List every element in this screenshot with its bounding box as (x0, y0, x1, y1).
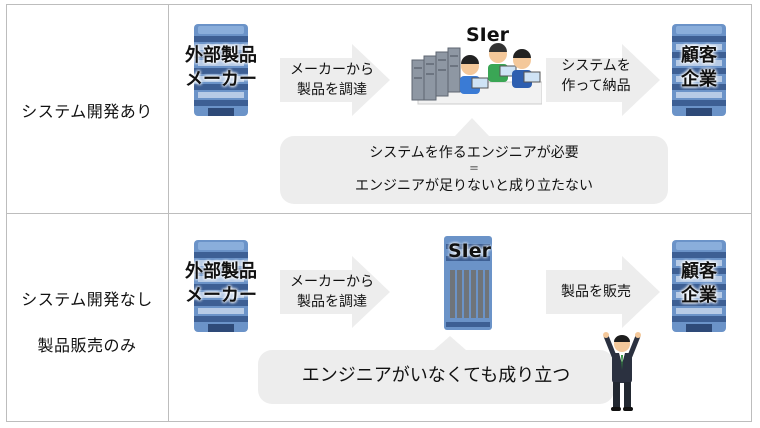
column-divider (168, 4, 169, 422)
row-label-without-development: システム開発なし 製品販売のみ (21, 290, 153, 355)
arrow-procure: メーカーから製品を調達 (280, 256, 390, 328)
speech-bubble-shape (280, 118, 668, 204)
arrow-procure: メーカーから製品を調達 (280, 44, 390, 116)
right-arrow-icon (546, 44, 660, 116)
maker-building: 外部製品メーカー (178, 240, 264, 332)
arrow-sell-product: 製品を販売 (546, 256, 660, 328)
cheering-businessman-illustration (602, 330, 642, 412)
customer-building: 顧客企業 (656, 24, 742, 116)
engineers-at-servers-icon (411, 43, 543, 105)
arrow-deliver-system: システムを作って納品 (546, 44, 660, 116)
building-icon (672, 24, 726, 116)
building-icon (672, 240, 726, 332)
right-arrow-icon (546, 256, 660, 328)
server-rack-icon (444, 236, 492, 330)
maker-label: 外部製品メーカー (185, 261, 257, 306)
sier-engineers-illustration (410, 22, 543, 112)
customer-label: 顧客企業 (681, 261, 717, 306)
businessman-icon (603, 332, 641, 411)
building-icon (194, 240, 248, 332)
maker-label: 外部製品メーカー (185, 45, 257, 90)
right-arrow-icon (280, 256, 390, 328)
customer-building: 顧客企業 (656, 240, 742, 332)
building-icon (194, 24, 248, 116)
row-divider (6, 213, 752, 214)
sier-title: SIer (448, 240, 492, 262)
right-arrow-icon (280, 44, 390, 116)
speech-bubble-shape (258, 336, 614, 404)
maker-building: 外部製品メーカー (178, 24, 264, 116)
callout-works-without-engineers: エンジニアがいなくても成り立つ (258, 336, 614, 404)
callout-engineer-required: システムを作るエンジニアが必要 ＝ エンジニアが足りないと成り立たない (280, 118, 668, 204)
row-label-with-development: システム開発あり (21, 102, 153, 121)
sier-title: SIer (466, 24, 510, 46)
customer-label: 顧客企業 (681, 45, 717, 90)
sier-server-illustration (444, 236, 492, 330)
